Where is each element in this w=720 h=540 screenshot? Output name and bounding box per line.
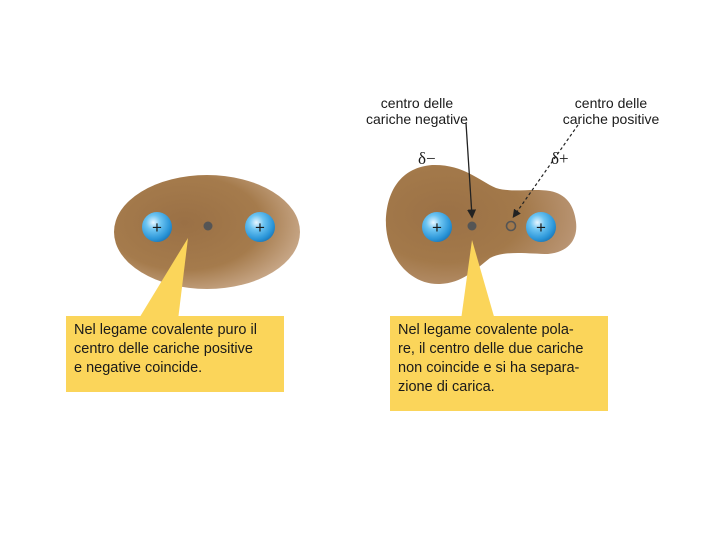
charge-sign-right-1: + <box>432 218 442 237</box>
delta-minus-label: δ− <box>418 149 436 169</box>
caption-pure-line-2: centro delle cariche positive <box>74 340 276 359</box>
charge-center-dot-left <box>204 222 213 231</box>
negative-center-dot <box>468 222 477 231</box>
delta-plus-label: δ+ <box>551 149 569 169</box>
caption-pure-line-3: e negative coincide. <box>74 359 276 378</box>
label-positive-center: centro delle cariche positive <box>548 95 674 127</box>
caption-polar-line-2: re, il centro delle due cariche <box>398 340 600 359</box>
charge-sign-right-2: + <box>536 218 546 237</box>
caption-polar-line-1: Nel legame covalente pola- <box>398 321 600 340</box>
label-negative-line-1: centro delle <box>351 95 483 111</box>
label-positive-line-1: centro delle <box>548 95 674 111</box>
caption-polar-line-4: zione di carica. <box>398 378 600 397</box>
label-positive-line-2: cariche positive <box>548 111 674 127</box>
caption-pure-line-1: Nel legame covalente puro il <box>74 321 276 340</box>
charge-sign-left-1: + <box>152 218 162 237</box>
caption-polar-covalent: Nel legame covalente pola- re, il centro… <box>390 316 608 411</box>
charge-sign-left-2: + <box>255 218 265 237</box>
caption-polar-line-3: non coincide e si ha separa- <box>398 359 600 378</box>
caption-pure-covalent: Nel legame covalente puro il centro dell… <box>66 316 284 392</box>
label-negative-center: centro delle cariche negative <box>351 95 483 127</box>
label-negative-line-2: cariche negative <box>351 111 483 127</box>
